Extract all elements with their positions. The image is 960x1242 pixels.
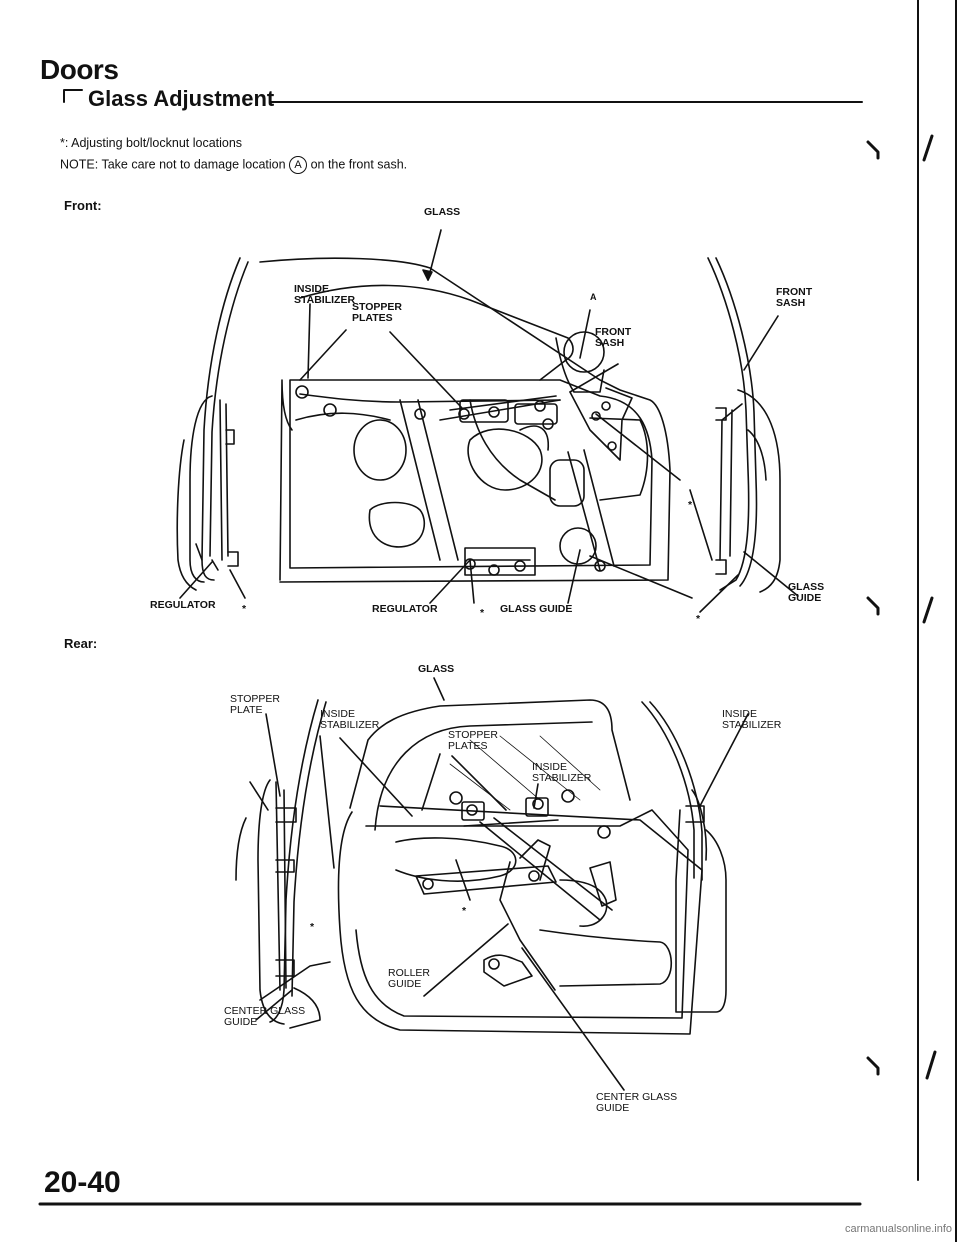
front-left-sash [176,257,249,591]
asterisk-marker: * [696,613,701,625]
location-a-marker: A [289,156,308,174]
section-title: Doors [40,54,119,85]
rear-label: Rear: [64,636,98,651]
callout-glass-guide-center: GLASS GUIDE [500,603,573,615]
watermark: carmanualsonline.info [844,1223,952,1235]
page-number: 20-40 [44,1166,121,1199]
asterisk-marker: * [310,921,315,933]
asterisk-marker: * [242,603,247,615]
front-door-panel [259,257,671,583]
page-title: Glass Adjustment [88,86,275,111]
asterisk-marker: * [462,905,467,917]
front-label: Front: [64,198,102,213]
caution-text: NOTE: Take care not to damage location [60,157,286,172]
callout-location-a: A [590,292,597,302]
adjusting-note: *: Adjusting bolt/locknut locations [60,136,243,150]
front-right-sash [707,257,781,593]
asterisk-marker: * [480,607,485,619]
caution-text-end: on the front sash. [310,157,408,172]
callout-regulator-left: REGULATOR [150,599,216,611]
rear-door-panel [337,699,703,1035]
rear-left-sash [235,699,327,1029]
callout-rear-glass: GLASS [418,663,455,675]
callout-glass: GLASS [424,206,461,218]
asterisk-marker: * [688,499,693,511]
rear-right-sash [641,701,727,1013]
header-rule [63,89,863,103]
caution-note: NOTE: Take care not to damage location A… [60,156,407,174]
callout-regulator-center: REGULATOR [372,603,438,615]
